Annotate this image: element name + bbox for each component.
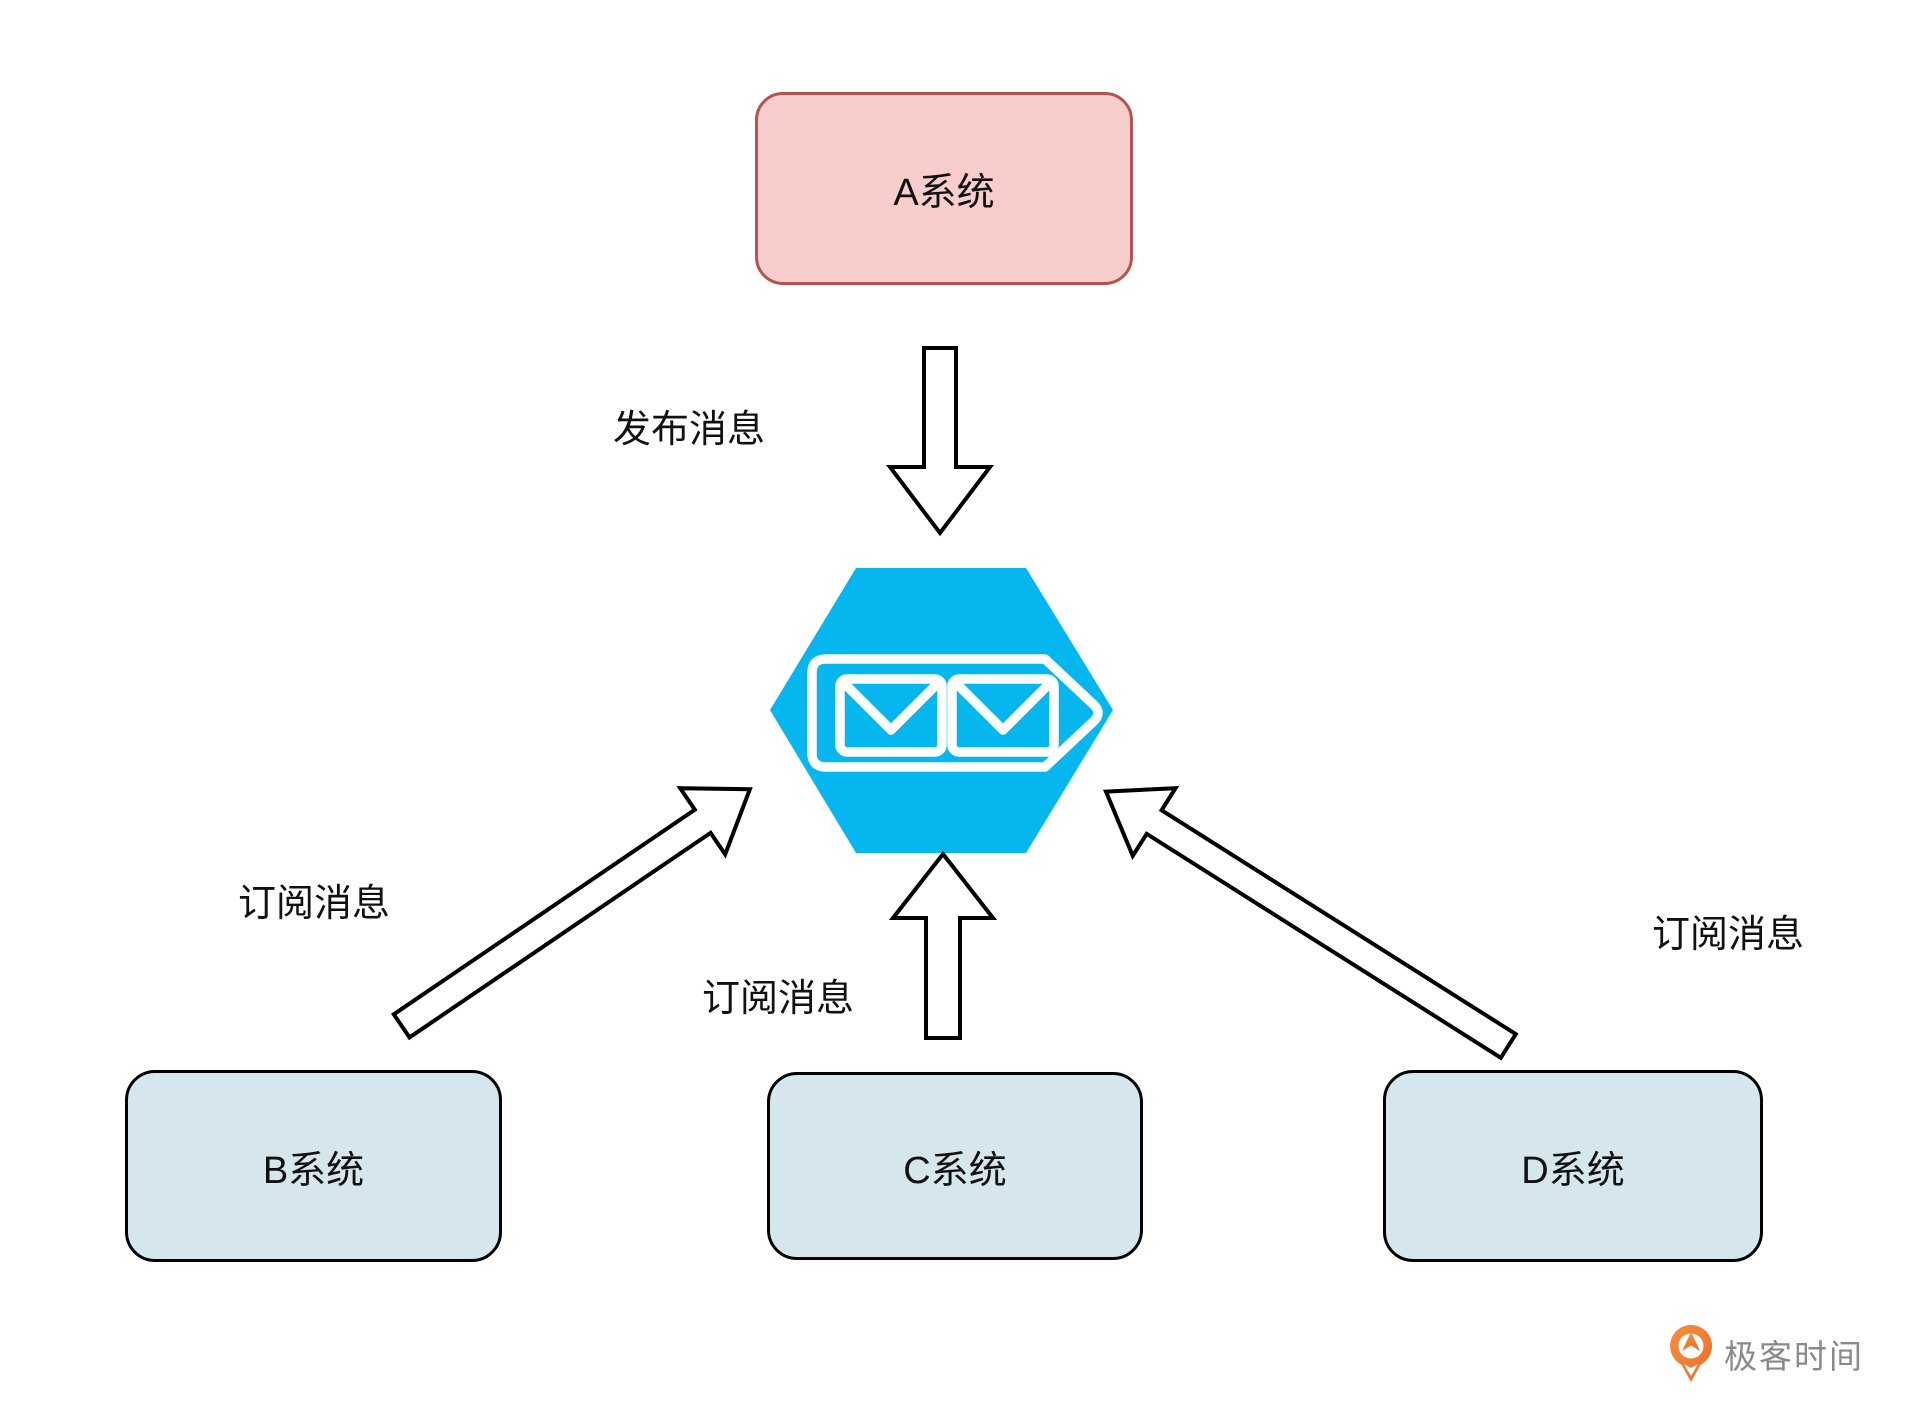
- publish-arrow-icon: [885, 346, 995, 537]
- node-system-c-label: C系统: [903, 1149, 1007, 1192]
- node-system-b: B系统: [125, 1070, 502, 1262]
- subscribe-arrow-c-icon: [888, 850, 998, 1040]
- subscribe-edge-label-c: 订阅消息: [702, 978, 855, 1020]
- subscribe-edge-label-d: 订阅消息: [1652, 914, 1805, 956]
- geektime-pin-icon: [1670, 1325, 1713, 1382]
- publish-edge-label: 发布消息: [613, 409, 766, 451]
- brand-watermark-text: 极客时间: [1724, 1338, 1864, 1375]
- subscribe-arrow-b-icon: [391, 786, 753, 1041]
- node-system-d-label: D系统: [1521, 1149, 1625, 1192]
- subscribe-arrow-d-icon: [1103, 786, 1519, 1061]
- node-system-d: D系统: [1383, 1070, 1763, 1262]
- double-envelope-queue-icon: [807, 654, 1103, 772]
- node-system-a-label: A系统: [893, 172, 995, 214]
- node-system-a: A系统: [755, 92, 1133, 285]
- message-queue-hexagon: [770, 568, 1113, 853]
- node-system-b-label: B系统: [262, 1149, 365, 1192]
- brand-watermark: 极客时间: [1668, 1324, 1864, 1384]
- node-system-c: C系统: [767, 1072, 1143, 1260]
- subscribe-edge-label-b: 订阅消息: [238, 883, 391, 925]
